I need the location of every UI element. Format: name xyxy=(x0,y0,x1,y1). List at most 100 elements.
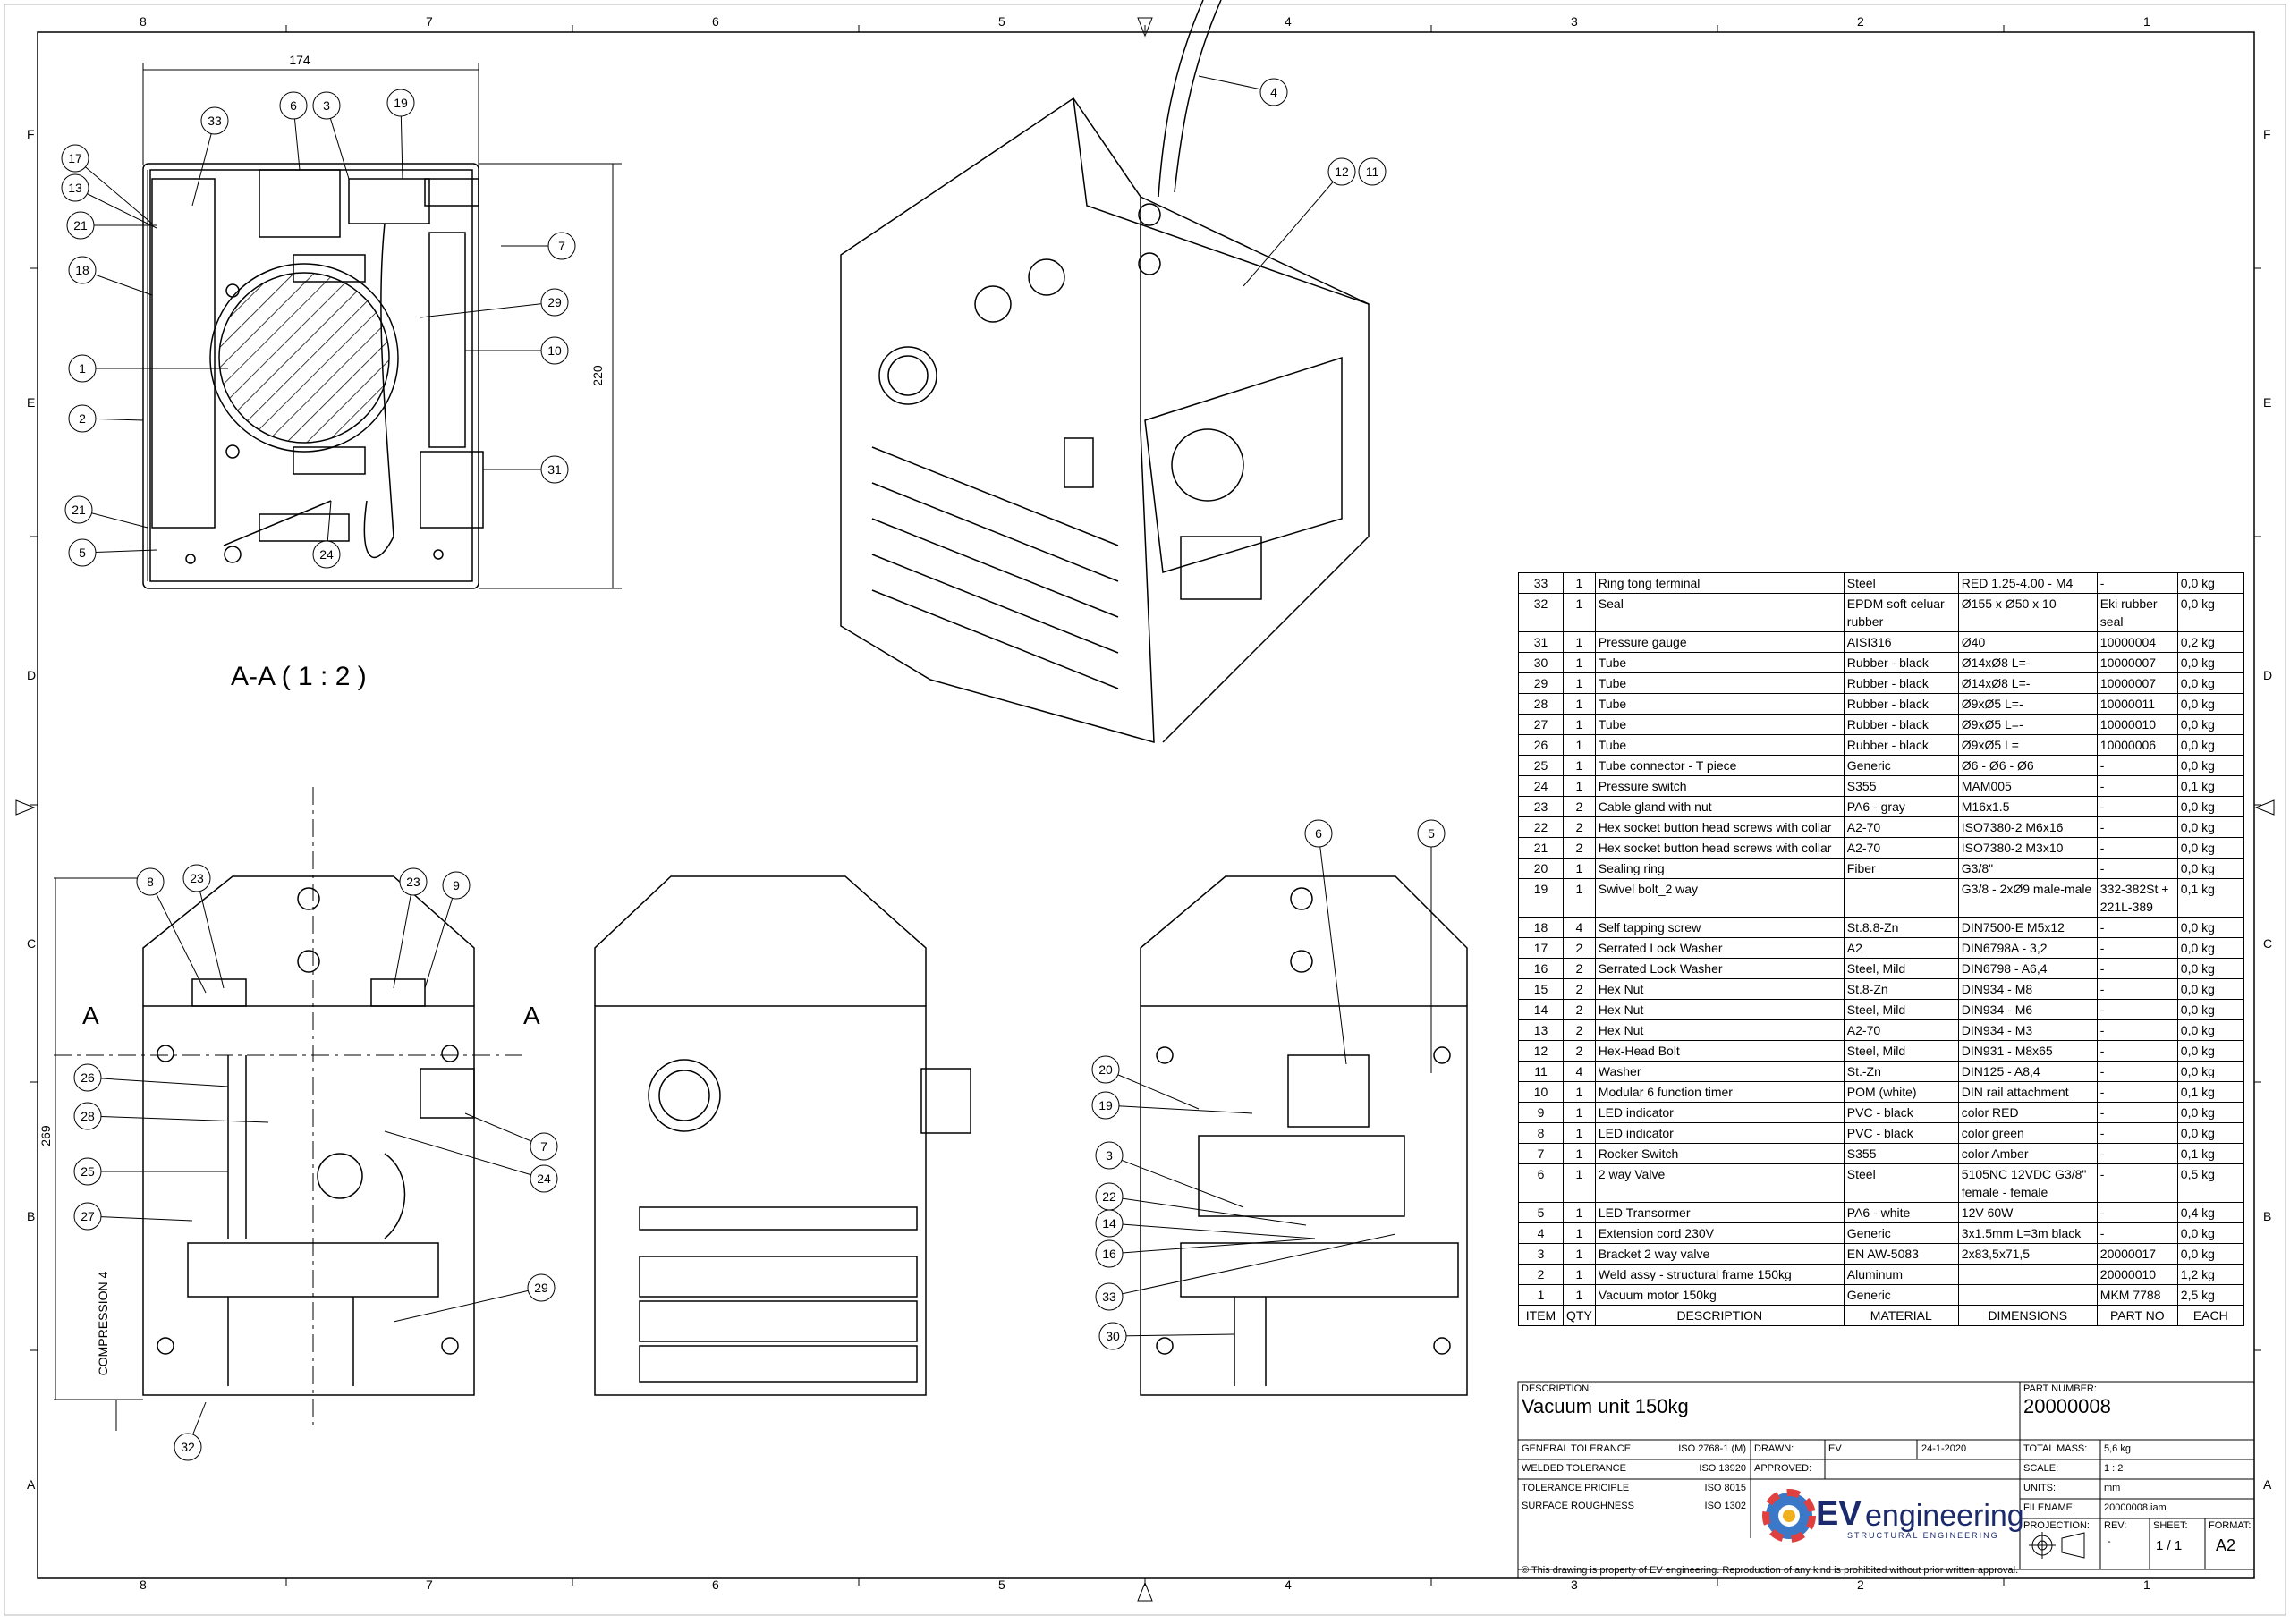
leader-line xyxy=(1105,1069,1200,1110)
balloon-circle xyxy=(530,1164,558,1193)
bom-cell: 29 xyxy=(1518,672,1564,694)
total-mass-value: 5,6 kg xyxy=(2104,1443,2131,1454)
leader-line xyxy=(1108,1222,1316,1239)
balloon-circle xyxy=(442,871,471,900)
leader-line xyxy=(420,301,556,318)
zone-col-label: 1 xyxy=(2143,14,2150,29)
bom-cell: 1 xyxy=(1563,1222,1596,1244)
bom-cell: 32 xyxy=(1518,593,1564,632)
bom-cell: 0,1 kg xyxy=(2176,1143,2244,1164)
bom-cell: 2,5 kg xyxy=(2176,1284,2244,1306)
bom-cell: - xyxy=(2096,1163,2178,1203)
isometric-view xyxy=(840,0,1370,744)
zone-col-label: 6 xyxy=(712,1577,719,1592)
bom-cell: 0,0 kg xyxy=(2176,1019,2244,1041)
bom-cell: 5 xyxy=(1518,1202,1564,1223)
bom-header-cell: EACH xyxy=(2176,1305,2244,1326)
leader-line xyxy=(191,120,216,207)
balloon-circle xyxy=(1417,819,1446,848)
bom-cell: 13 xyxy=(1518,1019,1564,1041)
leader-line xyxy=(149,881,207,994)
balloon-number: 33 xyxy=(208,114,222,128)
balloon-circle xyxy=(1327,157,1356,186)
drawn-date: 24-1-2020 xyxy=(1921,1443,1967,1454)
zone-col-label: 1 xyxy=(2143,1577,2150,1592)
zone-col-label: 4 xyxy=(1285,14,1292,29)
zone-row-label: E xyxy=(2263,395,2272,410)
leader-line xyxy=(1318,833,1347,1065)
bom-cell: M16x1.5 xyxy=(1957,796,2098,817)
bom-cell: Steel, Mild xyxy=(1843,999,1959,1020)
balloon-number: 28 xyxy=(81,1109,95,1123)
drawn-value: EV xyxy=(1828,1443,1842,1454)
zone-row-label: D xyxy=(2263,668,2273,682)
bom-cell: DIN934 - M3 xyxy=(1957,1019,2098,1041)
bom-cell: - xyxy=(2096,999,2178,1020)
leader-line xyxy=(393,881,414,989)
leader-line xyxy=(1105,1104,1253,1114)
bom-cell: Hex Nut xyxy=(1594,978,1845,1000)
balloon-number: 8 xyxy=(147,875,154,889)
bom-cell: LED Transormer xyxy=(1594,1202,1845,1223)
balloon-number: 29 xyxy=(547,295,562,309)
balloon-number: 23 xyxy=(406,875,420,889)
balloon-number: 22 xyxy=(1102,1189,1116,1204)
balloon-number: 29 xyxy=(534,1281,548,1295)
balloon-circle xyxy=(61,144,89,173)
approved-label: APPROVED: xyxy=(1754,1463,1812,1474)
leader-line xyxy=(74,187,157,229)
compression-note: COMPRESSION 4 xyxy=(96,1271,110,1375)
balloon-circle xyxy=(136,867,165,896)
surface-roughness-label: SURFACE ROUGHNESS xyxy=(1522,1501,1634,1511)
bom-cell: 26 xyxy=(1518,734,1564,756)
copyright-note: © This drawing is property of EV enginee… xyxy=(1522,1565,2019,1576)
balloon-circle xyxy=(540,455,569,484)
bom-cell: Pressure switch xyxy=(1594,775,1845,797)
bom-cell: 0,1 kg xyxy=(2176,1081,2244,1103)
zone-col-label: 3 xyxy=(1571,14,1578,29)
welded-tolerance-value: ISO 13920 xyxy=(1699,1463,1746,1474)
bom-cell: Ø9xØ5 L=- xyxy=(1957,693,2098,715)
bom-cell: RED 1.25-4.00 - M4 xyxy=(1957,572,2098,594)
balloon-circle xyxy=(386,89,415,117)
general-tolerance-value: ISO 2768-1 (M) xyxy=(1678,1443,1746,1454)
balloon-circle xyxy=(530,1132,558,1161)
leader-line xyxy=(1112,1333,1235,1337)
zone-row-label: B xyxy=(2263,1209,2272,1223)
bom-cell: 1 xyxy=(1563,672,1596,694)
balloon-circle xyxy=(312,91,341,120)
bom-cell: 10000010 xyxy=(2096,714,2178,735)
bom-header-cell: DIMENSIONS xyxy=(1957,1305,2098,1326)
bom-cell: 6 xyxy=(1518,1163,1564,1203)
bom-cell: 9 xyxy=(1518,1102,1564,1123)
balloon-circle xyxy=(540,336,569,365)
balloon-circle xyxy=(279,91,308,120)
bom-cell: DIN6798A - 3,2 xyxy=(1957,937,2098,959)
part-number-label: PART NUMBER: xyxy=(2023,1383,2097,1394)
bom-cell: 0,0 kg xyxy=(2176,693,2244,715)
bom-cell: 1,2 kg xyxy=(2176,1264,2244,1285)
bom-cell: AISI316 xyxy=(1843,631,1959,653)
zone-col-label: 8 xyxy=(140,1577,147,1592)
bom-cell: 7 xyxy=(1518,1143,1564,1164)
balloon-circle xyxy=(64,495,93,524)
leader-line xyxy=(74,157,153,224)
bom-cell: Rubber - black xyxy=(1843,734,1959,756)
bom-cell: 0,0 kg xyxy=(2176,672,2244,694)
balloon-number: 24 xyxy=(537,1171,551,1186)
bom-cell: St.8.8-Zn xyxy=(1843,917,1959,938)
bom-cell: - xyxy=(2096,796,2178,817)
bom-cell: 1 xyxy=(1563,1143,1596,1164)
balloon-number: 11 xyxy=(1366,165,1379,179)
balloon-number: 6 xyxy=(290,98,297,113)
bom-cell: 0,5 kg xyxy=(2176,1163,2244,1203)
bom-cell: DIN6798 - A6,4 xyxy=(1957,958,2098,979)
scale-value: 1 : 2 xyxy=(2104,1463,2124,1474)
balloon-number: 5 xyxy=(1428,826,1435,841)
